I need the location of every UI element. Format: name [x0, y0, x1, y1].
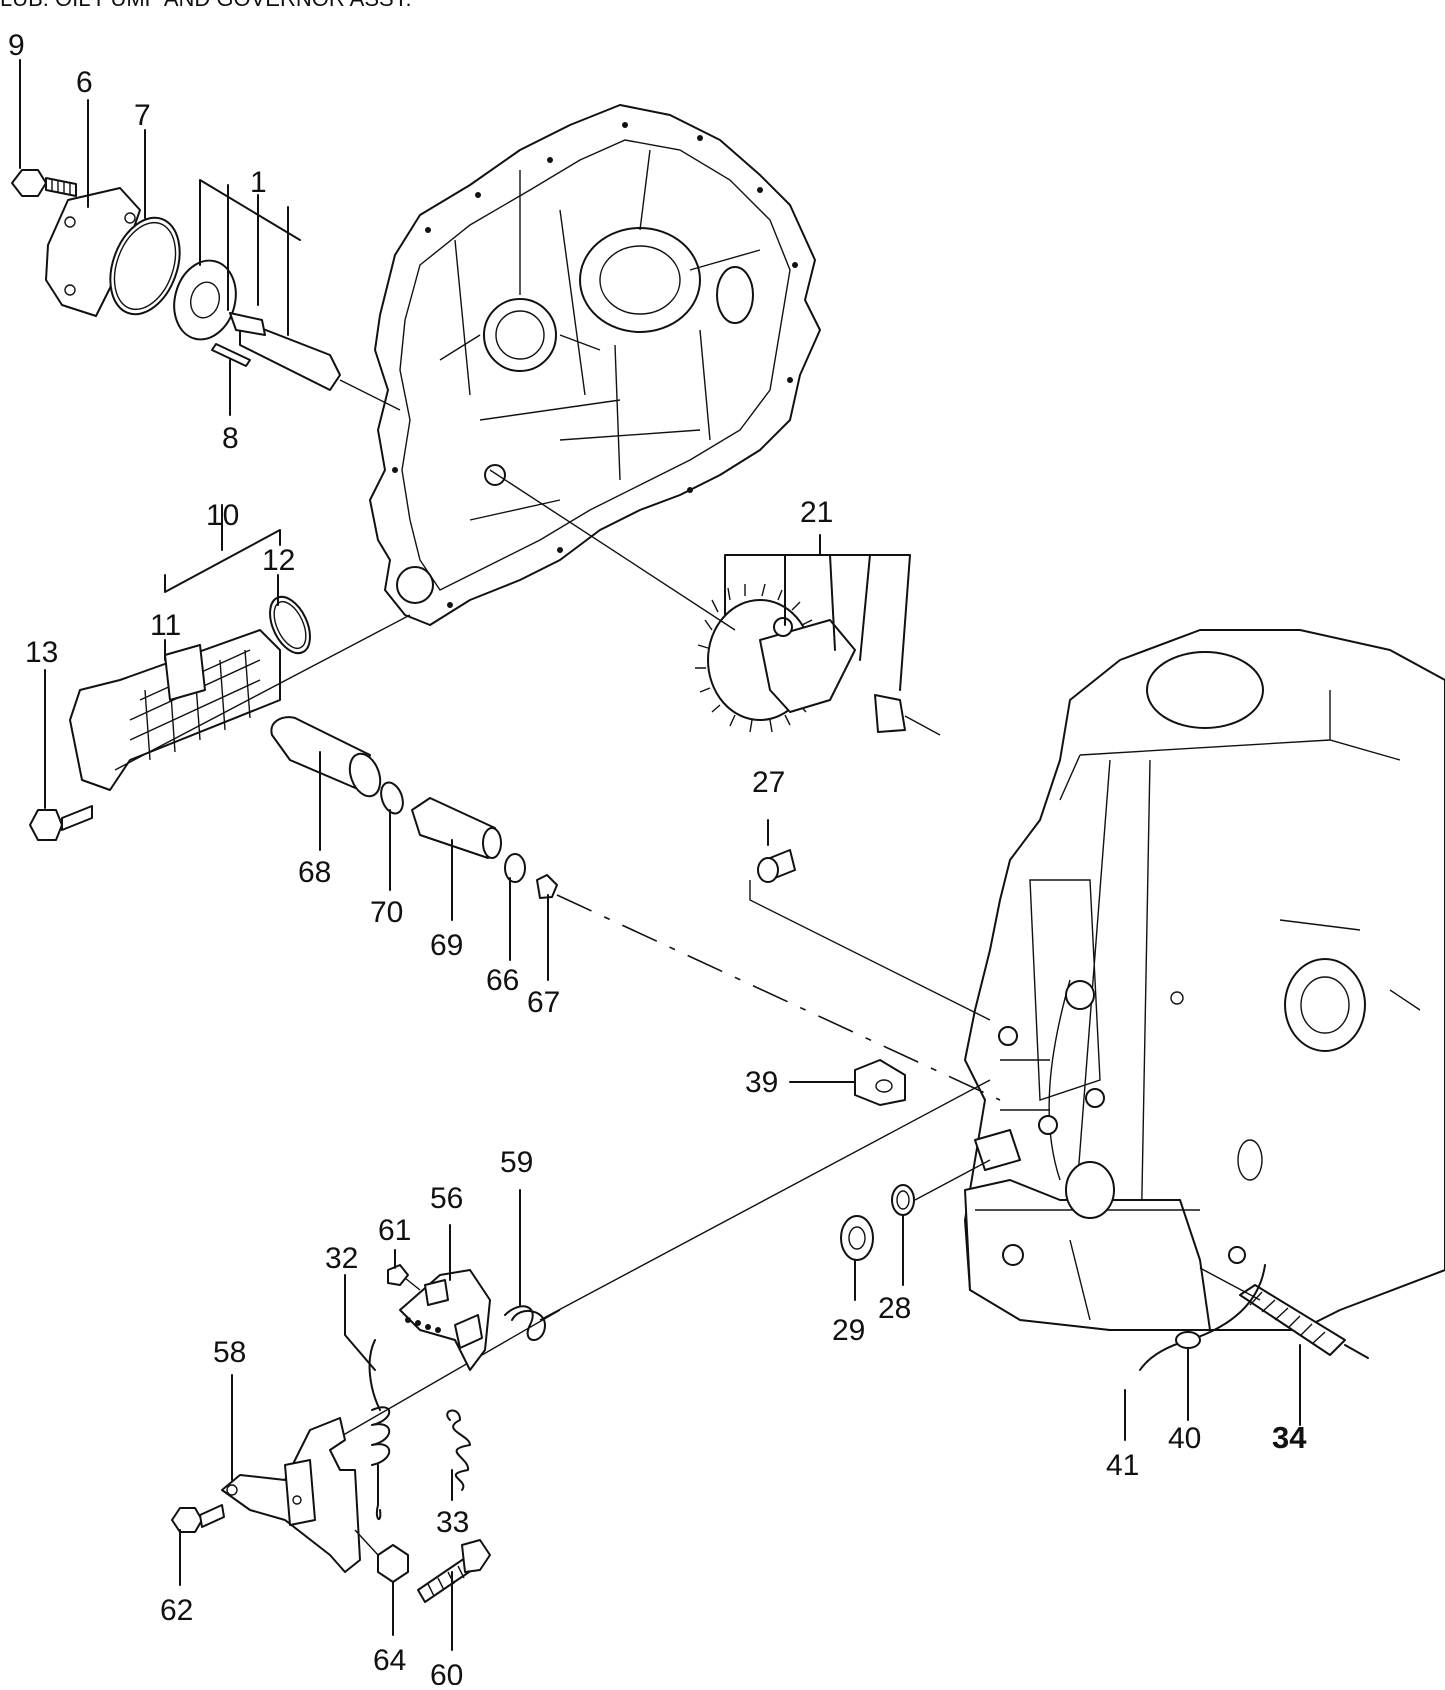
gear-case-cover: [369, 104, 821, 626]
callout-41: 41: [1106, 1449, 1139, 1482]
governor-gear: [489, 469, 941, 736]
leaders-lower-left: [179, 1189, 521, 1651]
diagram-title: LUB. OIL PUMP AND GOVERNOR ASSY.: [0, 0, 412, 12]
callout-27: 27: [752, 766, 785, 799]
callout-62: 62: [160, 1594, 193, 1627]
callout-59: 59: [500, 1146, 533, 1179]
leaders-lower-right: [1124, 1344, 1301, 1441]
callout-13: 13: [25, 636, 58, 669]
callout-9: 9: [8, 29, 25, 62]
callout-8: 8: [222, 422, 239, 455]
callout-1: 1: [250, 166, 267, 199]
callout-33: 33: [436, 1506, 469, 1539]
leaders-21: [724, 534, 911, 691]
callout-66: 66: [486, 964, 519, 997]
callout-61: 61: [378, 1214, 411, 1247]
callout-6: 6: [76, 66, 93, 99]
callout-67: 67: [527, 986, 560, 1019]
callout-12: 12: [262, 544, 295, 577]
callout-56: 56: [430, 1182, 463, 1215]
callout-58: 58: [213, 1336, 246, 1369]
crankcase: [964, 629, 1445, 1331]
callout-7: 7: [134, 99, 151, 132]
callout-64: 64: [373, 1644, 406, 1677]
callout-70: 70: [370, 896, 403, 929]
governor-sleeve-parts: [270, 716, 915, 1261]
callout-40: 40: [1168, 1422, 1201, 1455]
leaders-strainer: [44, 504, 281, 809]
callout-68: 68: [298, 856, 331, 889]
callout-29: 29: [832, 1314, 865, 1347]
leaders-middle: [319, 751, 904, 1301]
stop-cable-parts: [1139, 1264, 1369, 1371]
callout-21: 21: [800, 496, 833, 529]
callout-10: 10: [206, 499, 239, 532]
callout-34: 34: [1272, 1420, 1307, 1455]
oil-strainer: [29, 595, 411, 841]
callout-32: 32: [325, 1242, 358, 1275]
axis-lines: [299, 880, 1001, 1461]
governor-lever-parts: [171, 1264, 546, 1603]
callout-11: 11: [150, 609, 181, 642]
callout-69: 69: [430, 929, 463, 962]
callout-39: 39: [745, 1066, 778, 1099]
leaders-upper-left: [19, 59, 301, 416]
callout-60: 60: [430, 1659, 463, 1685]
oil-pump-parts: [11, 169, 401, 411]
callout-labels: 9 6 7 1 8 10 12 11 13 21 27 68 70 69 66 …: [8, 29, 1307, 1690]
callout-28: 28: [878, 1292, 911, 1325]
